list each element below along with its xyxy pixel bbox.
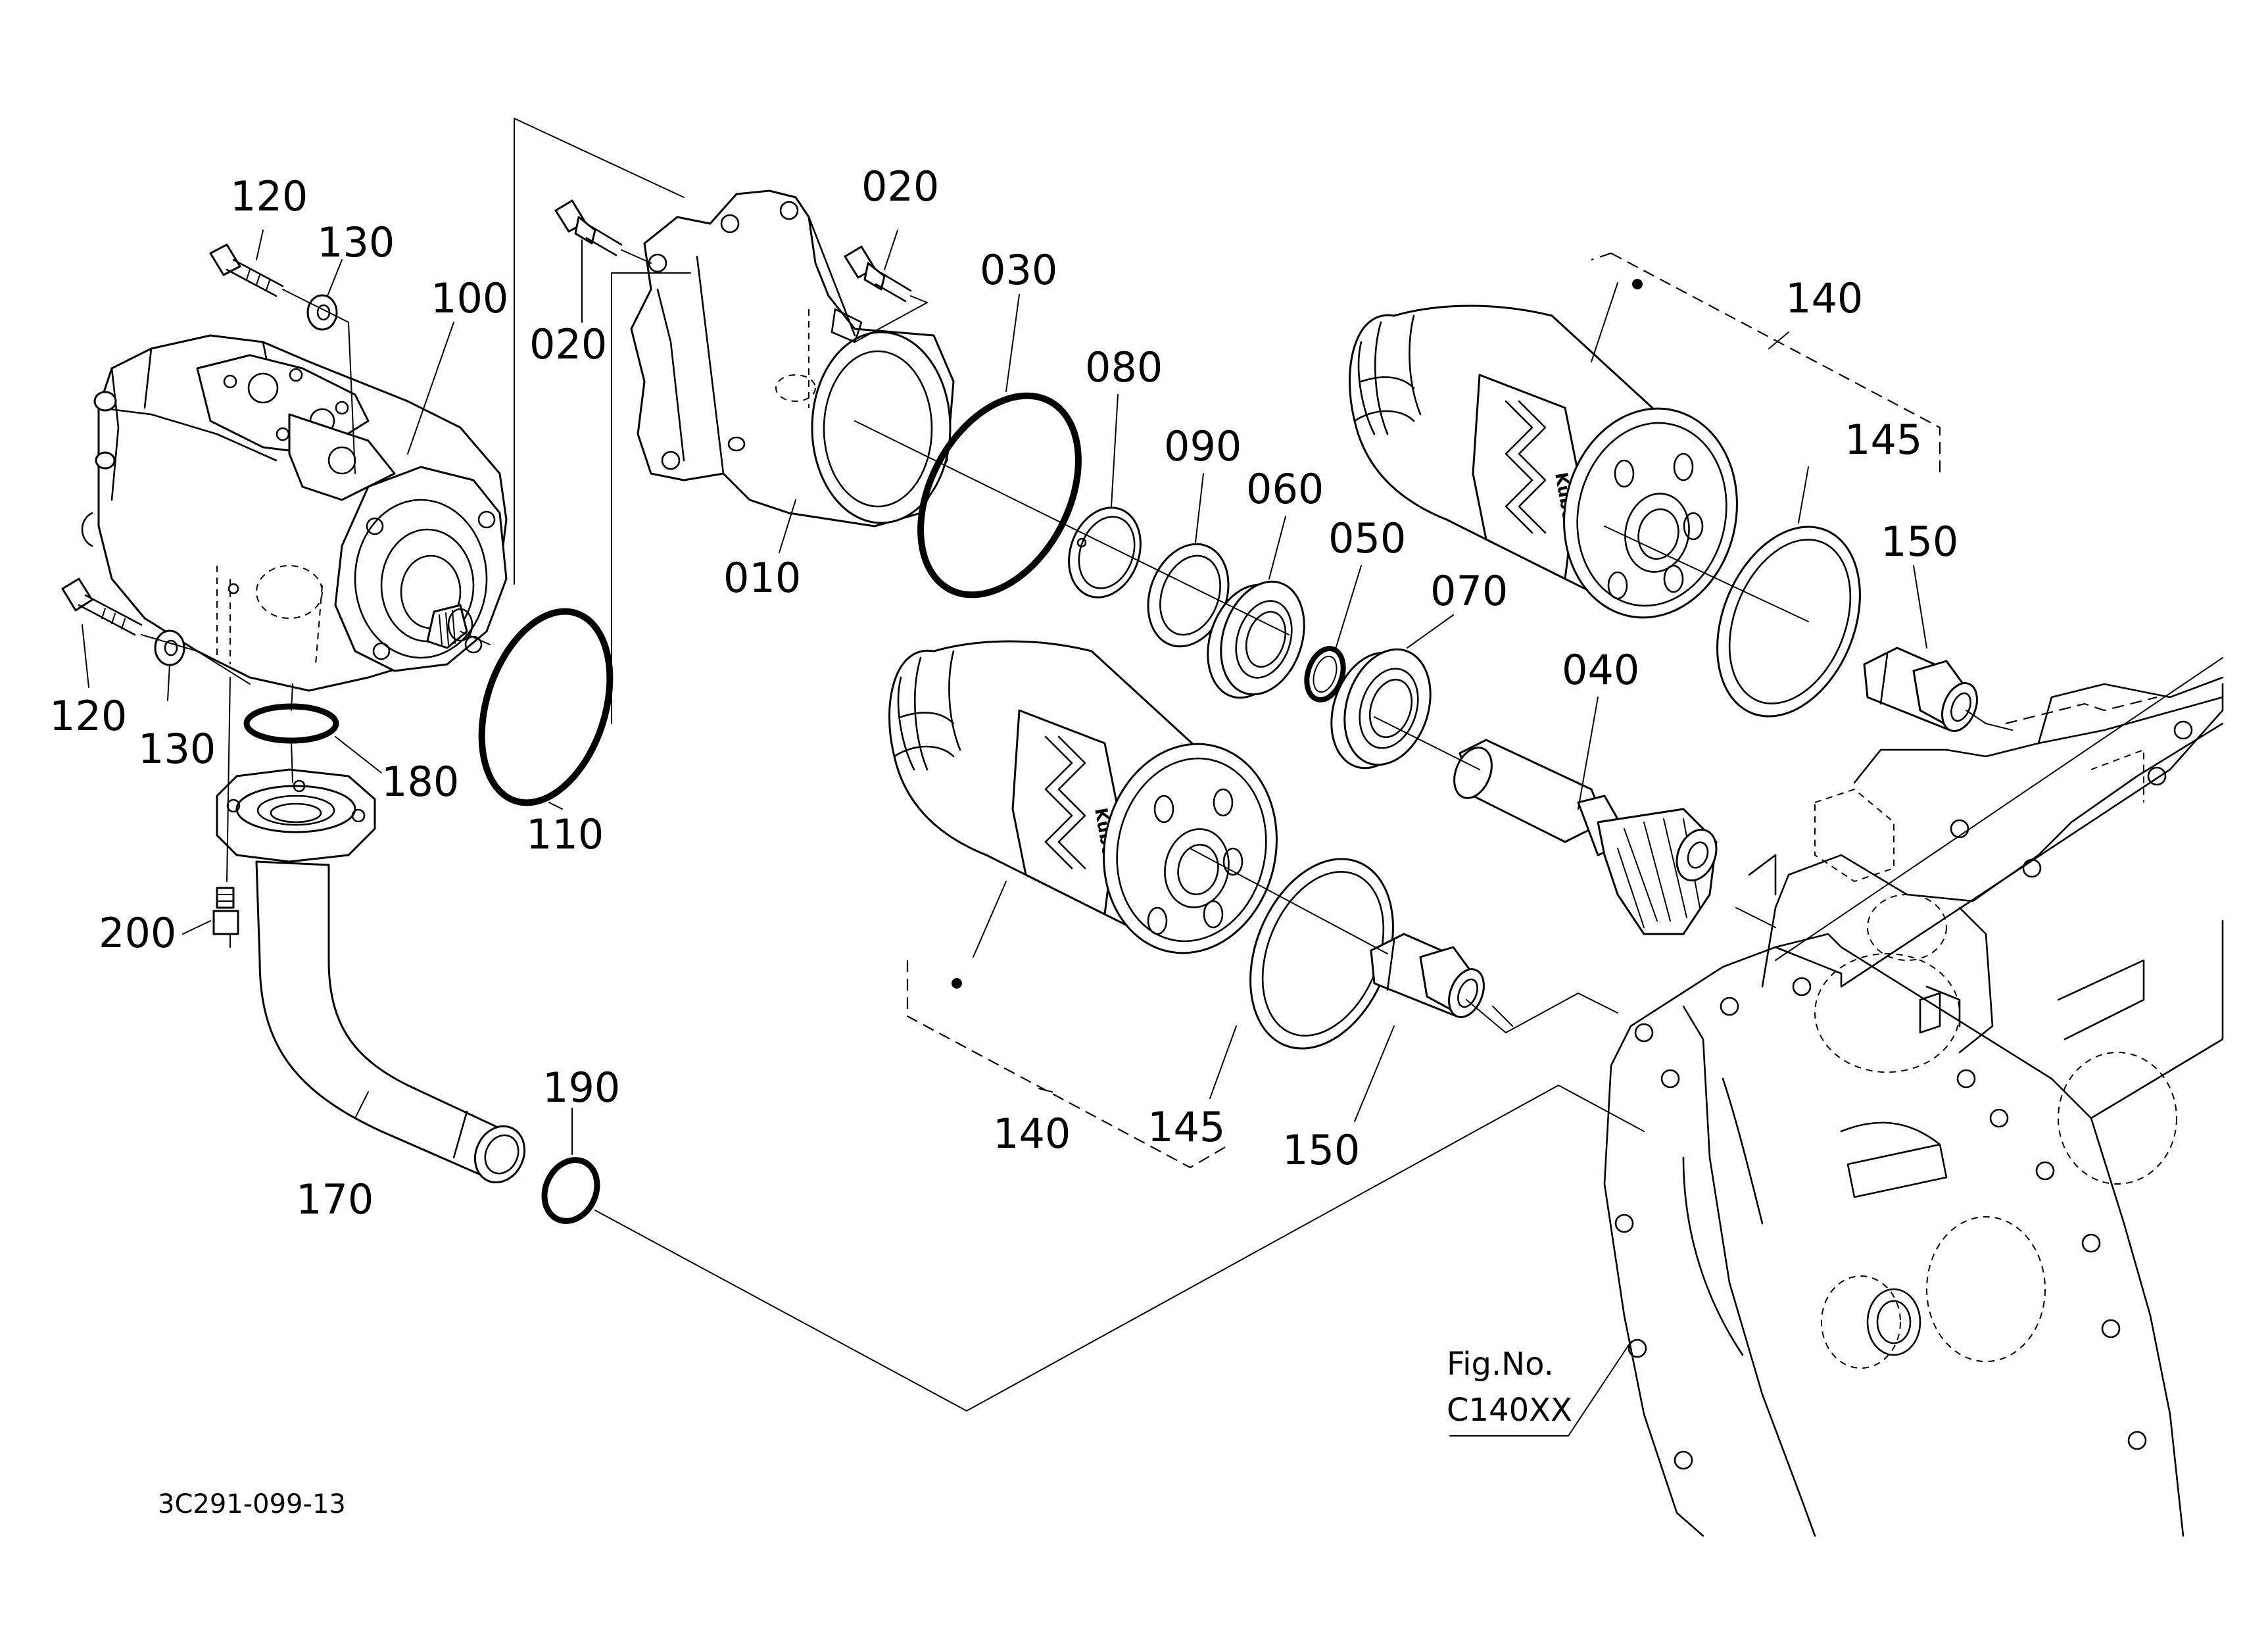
bearing-060	[1207, 580, 1305, 699]
fitting-150-lower	[1370, 933, 1485, 1018]
bolt-120-bottom	[61, 578, 143, 636]
fig-no-value: C140XX	[1447, 1392, 1572, 1429]
o-ring-110	[478, 608, 614, 806]
label-180: 180	[381, 758, 459, 806]
bearing-070	[1330, 648, 1432, 770]
label-090: 090	[1164, 422, 1242, 470]
label-120-top: 120	[230, 172, 308, 220]
housing-010	[630, 189, 955, 528]
fitting-150-upper	[1863, 647, 1978, 732]
label-110: 110	[526, 810, 604, 858]
label-030: 030	[980, 246, 1057, 294]
label-150-upper: 150	[1881, 518, 1958, 566]
o-ring-180	[243, 703, 339, 744]
label-020-right: 020	[861, 162, 939, 210]
label-130-top: 130	[317, 218, 395, 266]
bolt-120-top	[209, 243, 284, 297]
label-100: 100	[431, 274, 508, 322]
bolt-020-left	[554, 199, 623, 257]
label-130-bottom: 130	[138, 725, 216, 773]
oil-filter-140-upper: Kubota	[1349, 305, 1738, 619]
leader-lines	[82, 230, 1927, 1437]
gasket-145-upper	[1716, 526, 1861, 718]
label-140-lower: 140	[993, 1110, 1071, 1158]
label-080: 080	[1085, 343, 1163, 391]
label-020-left: 020	[529, 320, 607, 368]
bolt-020-right	[844, 245, 912, 303]
pipe-flange	[216, 768, 376, 863]
label-040: 040	[1562, 646, 1639, 694]
washer-130-top	[306, 294, 338, 331]
bolt-200	[212, 887, 239, 935]
part-labels: 120 130 100 020 020 030 080 090 060 050 …	[49, 162, 1958, 1223]
label-010: 010	[723, 554, 801, 602]
washer-130-bottom	[154, 629, 185, 666]
figure-reference: Fig.No. C140XX	[1447, 1346, 1572, 1429]
diagram-id: 3C291-099-13	[158, 1489, 346, 1519]
label-120-bottom: 120	[49, 692, 127, 740]
label-170: 170	[296, 1175, 374, 1223]
label-145-upper: 145	[1845, 416, 1922, 464]
label-200: 200	[99, 909, 176, 957]
transmission-case	[1603, 657, 2224, 1537]
fig-no-label: Fig.No.	[1447, 1346, 1554, 1383]
o-ring-190	[541, 1157, 600, 1224]
assembly-reference-lines	[141, 118, 2013, 1412]
snap-ring-080	[1068, 506, 1142, 599]
label-150-lower: 150	[1282, 1126, 1360, 1174]
label-050: 050	[1328, 514, 1406, 562]
label-060: 060	[1246, 465, 1324, 513]
label-070: 070	[1430, 567, 1508, 615]
bevel-gear-shaft-040	[1453, 739, 1718, 935]
pipe-170	[255, 860, 526, 1184]
label-190: 190	[543, 1064, 620, 1112]
snap-ring-050	[1304, 646, 1346, 702]
label-145-lower: 145	[1147, 1103, 1225, 1151]
hydraulic-pump-assembly	[81, 334, 508, 692]
label-140-upper: 140	[1785, 274, 1863, 322]
